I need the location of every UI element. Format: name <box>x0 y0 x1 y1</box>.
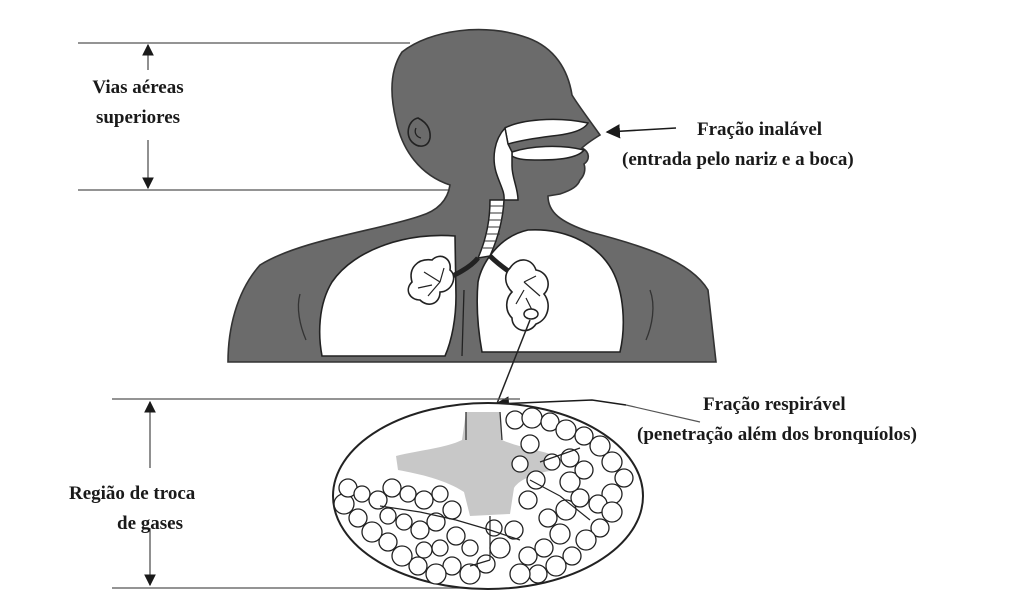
inhalable-arrow <box>607 128 676 132</box>
gas-exchange-label-line2: de gases <box>117 510 183 538</box>
respirable-fraction-description: (penetração além dos bronquíolos) <box>637 421 917 449</box>
upper-airways-label-line2: superiores <box>72 104 204 132</box>
gas-exchange-label-line1: Região de troca <box>69 480 195 508</box>
inhalable-fraction-description: (entrada pelo nariz e a boca) <box>622 146 854 174</box>
upper-airways-label-line1: Vias aéreas <box>72 74 204 102</box>
head-and-torso <box>228 30 716 362</box>
respirable-guide-line <box>626 405 700 422</box>
alveolus-spot <box>524 309 538 319</box>
respirable-fraction-label: Fração respirável <box>703 391 846 419</box>
alveolar-magnification <box>333 403 643 589</box>
inhalable-fraction-label: Fração inalável <box>697 116 822 144</box>
human-silhouette <box>228 30 716 362</box>
